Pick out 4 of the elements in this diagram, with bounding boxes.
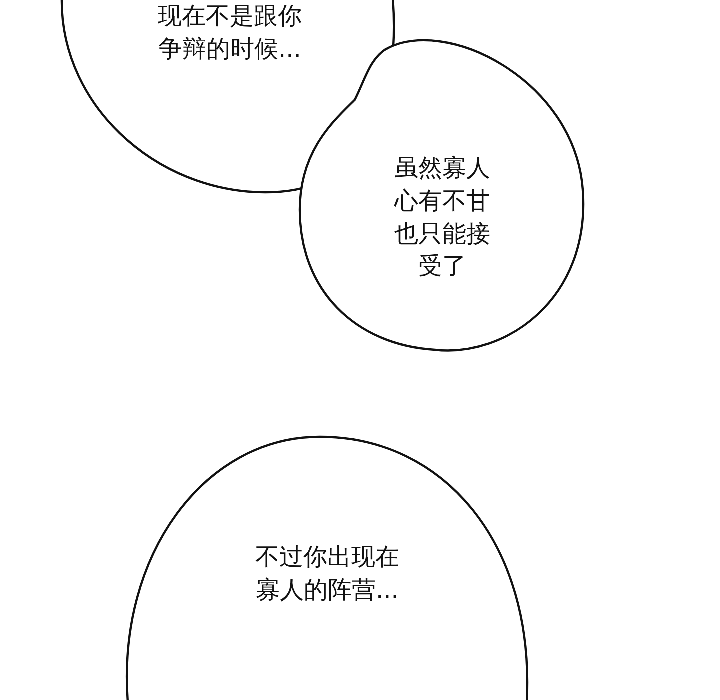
speech-text: 虽然寡人心有不甘也只能接受了 bbox=[393, 153, 492, 282]
speech-text: 现在不是跟你争辩的时候... bbox=[156, 1, 303, 65]
speech-bubble bbox=[125, 435, 530, 700]
speech-text: 不过你出现在寡人的阵营... bbox=[254, 542, 400, 606]
